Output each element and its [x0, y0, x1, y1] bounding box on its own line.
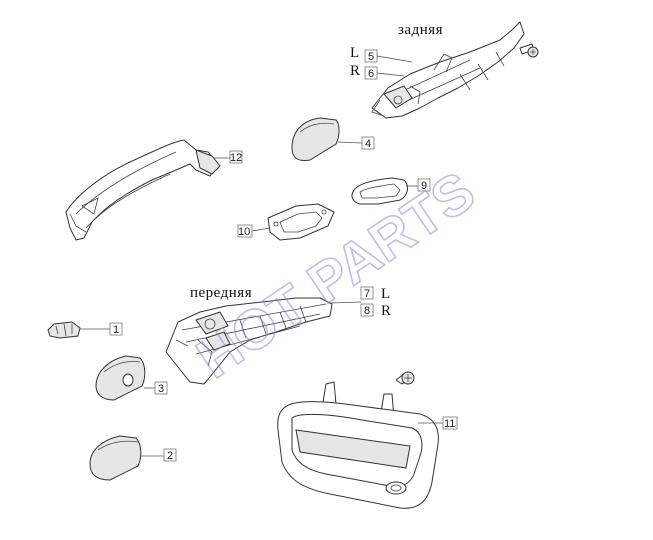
front-left-label: L	[381, 286, 390, 302]
lock-cap	[95, 355, 146, 401]
rear-handle-mechanism	[371, 21, 525, 119]
callout-8: 8	[364, 305, 370, 317]
rear-handle-cap	[291, 117, 340, 161]
handle-gasket	[351, 177, 408, 205]
watermark: HOT PARTS	[185, 159, 485, 390]
tailgate-handle	[277, 381, 439, 509]
callout-3: 3	[158, 383, 164, 395]
callout-9: 9	[421, 180, 427, 192]
handle-screw	[395, 371, 415, 385]
handle-cap	[89, 435, 142, 481]
front-handle-mechanism	[165, 297, 333, 385]
rear-caption: задняя	[398, 22, 443, 38]
callout-6: 6	[368, 68, 374, 80]
callout-11: 11	[444, 418, 455, 430]
callout-7: 7	[364, 288, 370, 300]
callout-12: 12	[230, 152, 242, 164]
rear-left-label: L	[350, 45, 359, 61]
callout-1: 1	[113, 324, 119, 336]
rear-handle-screw	[519, 43, 539, 58]
front-caption: передняя	[190, 285, 252, 301]
handle-seal-plate	[267, 203, 335, 241]
rear-right-label: R	[350, 63, 360, 79]
callout-10: 10	[238, 226, 250, 238]
callout-2: 2	[167, 450, 173, 462]
outer-handle	[65, 139, 221, 241]
lock-cylinder	[47, 321, 81, 339]
front-right-label: R	[381, 303, 391, 319]
callout-4: 4	[365, 138, 371, 150]
callout-5: 5	[368, 51, 374, 63]
